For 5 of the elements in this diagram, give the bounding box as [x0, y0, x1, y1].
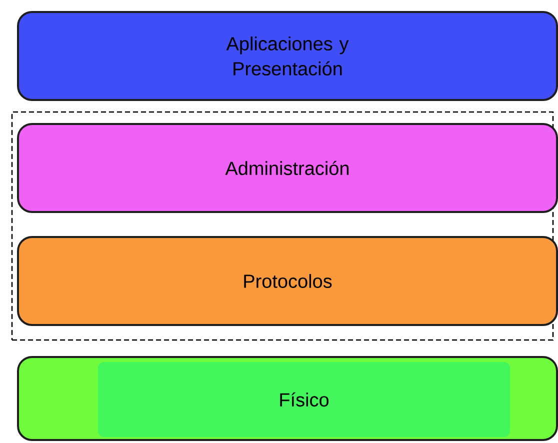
layer-box: Administración — [17, 123, 558, 213]
inner-box: Físico — [98, 362, 510, 437]
layer-box: Aplicaciones y Presentación — [17, 11, 558, 101]
dashed-group-box — [11, 111, 554, 341]
layer-box: Protocolos — [17, 236, 558, 326]
